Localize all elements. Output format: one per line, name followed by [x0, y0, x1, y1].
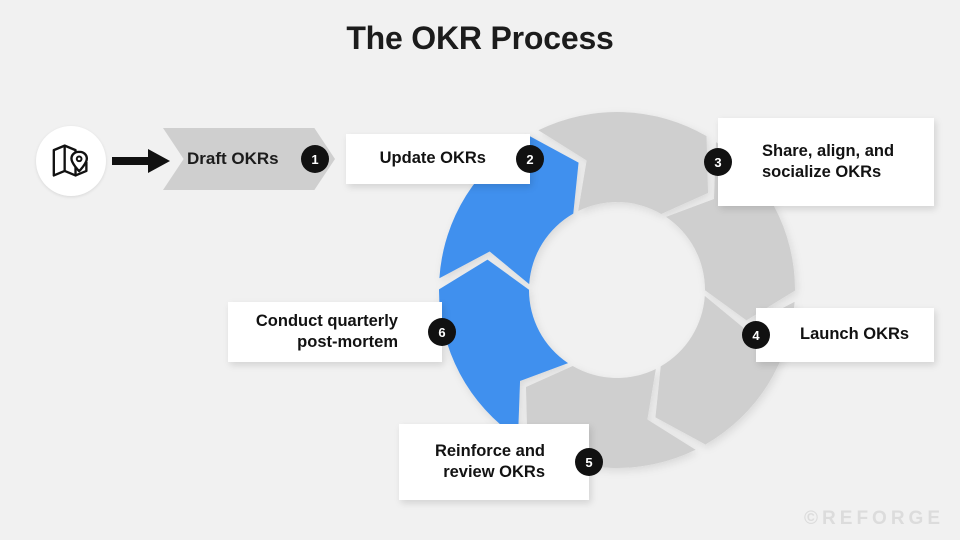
ring-segment-5[interactable] [438, 259, 569, 438]
ring-segment-1[interactable] [538, 112, 709, 214]
step-3-badge: 3 [704, 148, 732, 176]
ring-segment-2[interactable] [665, 142, 796, 321]
step-1-chevron[interactable]: Draft OKRs 1 [163, 128, 335, 190]
step-6-label: Conduct quarterly post-mortem [255, 311, 398, 351]
start-icon-circle [36, 126, 106, 196]
ring-segment-6[interactable] [439, 135, 579, 285]
step-5-card[interactable]: Reinforce and review OKRs 5 [399, 424, 603, 500]
step-2-badge: 2 [516, 145, 544, 173]
step-4-card[interactable]: Launch OKRs 4 [742, 308, 934, 362]
reforge-watermark: ©REFORGE [804, 508, 944, 529]
step-6-badge: 6 [428, 318, 456, 346]
step-6-card[interactable]: Conduct quarterly post-mortem 6 [228, 302, 456, 362]
step-2-label: Update OKRs [379, 149, 486, 168]
step-3-card[interactable]: Share, align, and socialize OKRs 3 [704, 118, 934, 206]
step-3-label: Share, align, and socialize OKRs [762, 141, 895, 181]
step-2-card[interactable]: Update OKRs 2 [346, 134, 544, 184]
map-pin-icon [52, 144, 89, 177]
step-4-badge: 4 [742, 321, 770, 349]
step-5-label: Reinforce and review OKRs [434, 441, 545, 481]
step-1-label: Draft OKRs [187, 149, 279, 168]
page-title: The OKR Process [346, 20, 614, 56]
step-1-badge: 1 [301, 145, 329, 173]
step-5-badge: 5 [575, 448, 603, 476]
arrow-icon [112, 149, 170, 173]
step-4-label: Launch OKRs [800, 325, 910, 344]
